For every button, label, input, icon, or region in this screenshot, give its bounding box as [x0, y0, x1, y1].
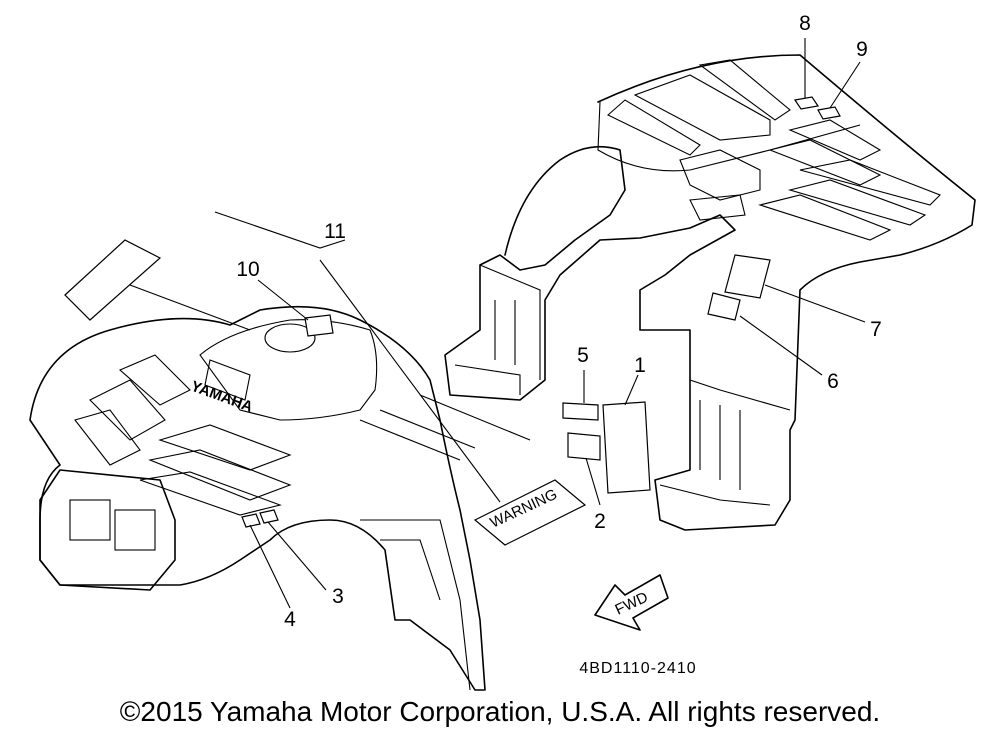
rear-fender: [444, 54, 976, 531]
brand-lettering: YAMAHA: [189, 378, 256, 416]
callout-5: 5: [577, 344, 589, 367]
fwd-arrow: FWD: [594, 574, 669, 631]
decal-2: [567, 432, 601, 461]
callout-9: 9: [856, 38, 868, 61]
decal-1: [602, 401, 651, 494]
callout-2: 2: [594, 510, 606, 533]
callout-4: 4: [284, 608, 296, 631]
decal-11-panel: [64, 239, 162, 321]
callout-11: 11: [324, 220, 346, 243]
callout-1: 1: [634, 354, 646, 377]
warning-decal: [473, 479, 587, 546]
callout-7: 7: [870, 318, 882, 341]
leader-lines: [129, 38, 866, 609]
callout-3: 3: [332, 585, 344, 608]
callouts: 1 2 3 4 5 6 7 8 9 10 11: [236, 12, 882, 631]
copyright-notice: ©2015 Yamaha Motor Corporation, U.S.A. A…: [119, 696, 881, 727]
front-fender: [29, 305, 486, 691]
callout-6: 6: [827, 370, 839, 393]
decal-5: [562, 402, 599, 421]
callout-8: 8: [799, 12, 811, 35]
fwd-arrow-label: FWD: [613, 589, 651, 619]
callout-10: 10: [236, 258, 259, 281]
loose-decals: WARNING YAMAHA: [64, 239, 651, 546]
drawing-code: 4BD1110-2410: [579, 660, 696, 677]
